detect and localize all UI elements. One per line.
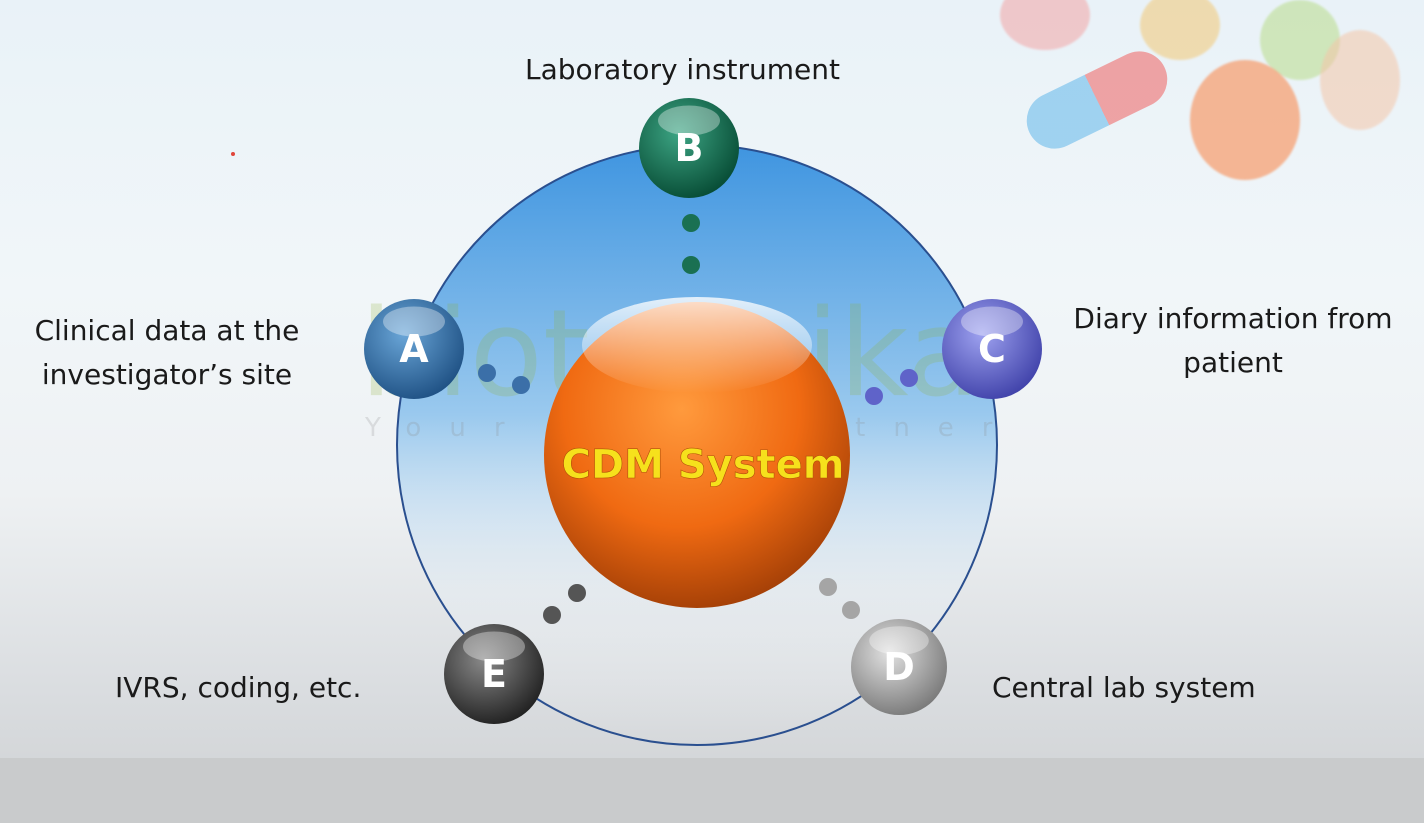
node-label-c: Diary information from patient xyxy=(1058,297,1408,385)
node-letter-d: D xyxy=(883,645,915,689)
center-sphere: CDM System xyxy=(544,297,850,608)
pointer-dot xyxy=(231,152,235,156)
center-label: CDM System xyxy=(562,442,845,488)
node-letter-c: C xyxy=(978,327,1006,371)
node-label-line: Clinical data at the xyxy=(34,314,300,347)
pill-decoration xyxy=(990,0,1424,200)
node-label-a: Clinical data at the investigator’s site xyxy=(22,309,312,397)
node-sphere-d xyxy=(851,619,947,715)
node-sphere-a xyxy=(364,299,464,399)
node-a: A xyxy=(364,299,464,399)
bottom-band xyxy=(0,758,1424,823)
node-label-d: Central lab system xyxy=(992,671,1256,704)
node-label-line: investigator’s site xyxy=(41,358,293,391)
connector-dots xyxy=(478,214,918,624)
node-c: C xyxy=(942,299,1042,399)
node-letter-e: E xyxy=(481,652,507,696)
node-letter-b: B xyxy=(675,126,704,170)
node-label-line: patient xyxy=(1183,346,1283,379)
node-sphere-b xyxy=(639,98,739,198)
node-sphere-e xyxy=(444,624,544,724)
node-layer: B A C D E xyxy=(364,98,1042,724)
node-label-line: Diary information from xyxy=(1073,302,1393,335)
node-e: E xyxy=(444,624,544,724)
node-label-b: Laboratory instrument xyxy=(525,53,840,86)
node-letter-a: A xyxy=(399,327,429,371)
node-label-e: IVRS, coding, etc. xyxy=(115,671,362,704)
node-d: D xyxy=(851,619,947,715)
node-sphere-c xyxy=(942,299,1042,399)
node-b: B xyxy=(639,98,739,198)
